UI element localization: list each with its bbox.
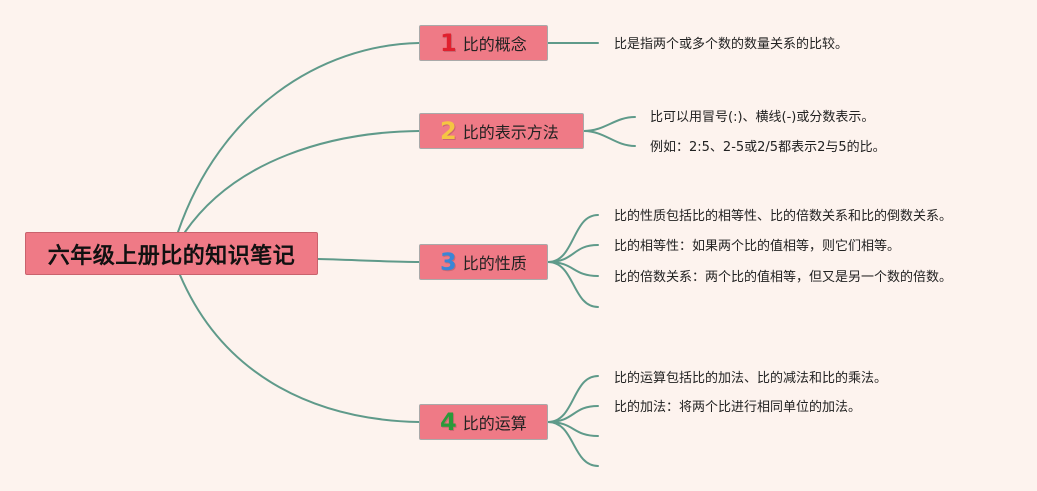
branch-label: 比的性质 (462, 254, 527, 273)
root-node[interactable]: 六年级上册比的知识笔记 (25, 232, 318, 275)
leaf-text: 比的运算包括比的加法、比的减法和比的乘法。 (614, 371, 888, 386)
number-one-icon: 1 (440, 29, 457, 57)
leaf-text: 比的倍数关系：两个比的值相等，但又是另一个数的倍数。 (614, 270, 953, 285)
connector-root-branch-3 (317, 258, 420, 263)
leaf-text: 比是指两个或多个数的数量关系的比较。 (614, 37, 849, 52)
branch-node-properties[interactable]: 3 比的性质 (419, 244, 548, 280)
branch-node-operations[interactable]: 4 比的运算 (419, 404, 548, 440)
root-title: 六年级上册比的知识笔记 (47, 243, 296, 269)
connector-root-branch-2 (184, 130, 420, 233)
branch-node-notation[interactable]: 2 比的表示方法 (419, 113, 584, 149)
leaf-text: 例如：2:5、2-5或2/5都表示2与5的比。 (650, 140, 886, 155)
number-three-icon: 3 (440, 248, 457, 276)
branch-node-concept[interactable]: 1 比的概念 (419, 25, 548, 61)
number-four-icon: 4 (440, 408, 457, 436)
connector-branch-4-leaf (547, 421, 599, 467)
leaf-text: 比的相等性：如果两个比的值相等，则它们相等。 (614, 239, 901, 254)
leaf-text: 比的加法：将两个比进行相同单位的加法。 (614, 400, 862, 415)
connector-branch-3-leaf (547, 214, 599, 263)
leaf-text: 比的性质包括比的相等性、比的倍数关系和比的倒数关系。 (614, 209, 953, 224)
branch-label: 比的表示方法 (462, 123, 559, 142)
branch-label: 比的运算 (462, 414, 527, 433)
connector-branch-3-leaf (547, 244, 599, 263)
number-two-icon: 2 (440, 117, 457, 145)
leaf-text: 比可以用冒号(:)、横线(-)或分数表示。 (650, 110, 875, 125)
connector-root-branch-4 (179, 274, 420, 423)
branch-label: 比的概念 (462, 35, 527, 54)
connector-root-branch-1 (177, 42, 420, 233)
connector-branch-3-leaf (547, 261, 599, 308)
connector-branch-2-leaf (583, 130, 636, 147)
connector-branch-2-leaf (583, 116, 636, 132)
